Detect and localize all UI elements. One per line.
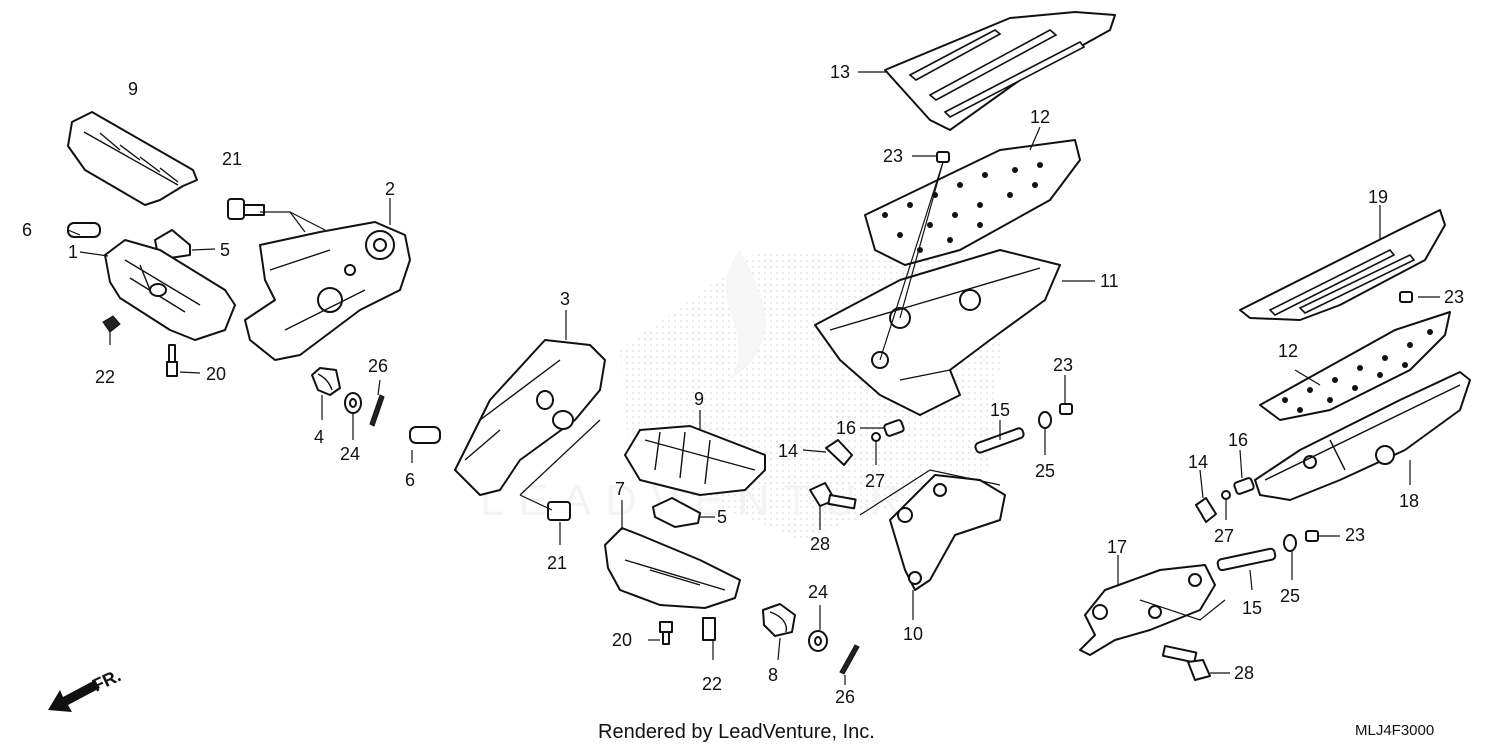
- part-5-clip-middle: [652, 497, 701, 528]
- part-3-heel-guard: [454, 339, 606, 496]
- part-21-bolt-middle: [547, 501, 571, 521]
- part-10-floorboard-bracket-upper: [889, 474, 1006, 591]
- callout-11: 11: [1100, 271, 1119, 291]
- part-2-pivot-bracket-left: [244, 221, 411, 361]
- callout-16: 16: [836, 418, 856, 438]
- part-27-ball-upper: [871, 432, 881, 442]
- leader-lines: [67, 71, 1440, 685]
- callout-5: 5: [717, 507, 727, 527]
- part-17-floorboard-bracket-right: [1079, 564, 1216, 656]
- diagram-code: MLJ4F3000: [1355, 722, 1434, 739]
- callout-6: 6: [22, 220, 32, 240]
- front-indicator-label: FR.: [89, 665, 124, 695]
- part-23-screw-upper: [936, 151, 950, 163]
- callout-21: 21: [547, 553, 567, 573]
- part-24-washer-left: [344, 392, 362, 414]
- callout-26: 26: [368, 356, 388, 376]
- front-arrow-icon: [48, 680, 100, 712]
- callout-21: 21: [222, 149, 242, 169]
- part-12-floorboard-plate-upper: [864, 139, 1081, 266]
- part-15-pin-right: [1216, 547, 1277, 572]
- callout-3: 3: [560, 289, 570, 309]
- part-23-screw-right-top: [1399, 291, 1413, 303]
- callout-14: 14: [1188, 452, 1208, 472]
- callout-10: 10: [903, 624, 923, 644]
- part-6-pin-middle: [409, 426, 441, 444]
- callout-8: 8: [768, 665, 778, 685]
- callout-19: 19: [1368, 187, 1388, 207]
- callouts: 9 21 2 6 5 1 22 20 4 24 26 3 6 21 9 7 5 …: [22, 62, 1464, 707]
- callout-15: 15: [990, 400, 1010, 420]
- part-24-washer-middle: [808, 630, 828, 652]
- callout-5: 5: [220, 240, 230, 260]
- callout-24: 24: [808, 582, 828, 602]
- part-12-floorboard-plate-right: [1259, 311, 1451, 421]
- part-14-clip-right: [1195, 497, 1217, 523]
- part-22-bolt-middle: [702, 617, 716, 641]
- callout-15: 15: [1242, 598, 1262, 618]
- callout-27: 27: [1214, 526, 1234, 546]
- callout-23: 23: [1053, 355, 1073, 375]
- callout-4: 4: [314, 427, 324, 447]
- callout-13: 13: [830, 62, 850, 82]
- part-9-footpeg-rubber-middle: [624, 425, 766, 496]
- part-15-pin-upper: [974, 427, 1025, 454]
- part-28-bolt-right: [1161, 644, 1211, 681]
- part-16-spring-right: [1233, 477, 1255, 495]
- callout-22: 22: [702, 674, 722, 694]
- callout-24: 24: [340, 444, 360, 464]
- callout-7: 7: [615, 479, 625, 499]
- callout-16: 16: [1228, 430, 1248, 450]
- callout-28: 28: [810, 534, 830, 554]
- callout-25: 25: [1280, 586, 1300, 606]
- part-7-footpeg-bracket-middle: [604, 527, 741, 609]
- callout-20: 20: [206, 364, 226, 384]
- part-9-footpeg-rubber-left: [67, 111, 198, 206]
- part-20-screw-left: [166, 344, 178, 377]
- callout-23: 23: [883, 146, 903, 166]
- callout-6: 6: [405, 470, 415, 490]
- callout-28: 28: [1234, 663, 1254, 683]
- part-28-bolt-upper: [809, 482, 857, 510]
- callout-12: 12: [1278, 341, 1298, 361]
- callout-27: 27: [865, 471, 885, 491]
- part-14-clip-upper: [825, 439, 853, 466]
- part-25-washer-upper: [1038, 411, 1052, 429]
- part-8-spring-middle: [762, 603, 796, 637]
- part-6-pin-left: [67, 222, 101, 238]
- part-22-bolt-left: [102, 315, 121, 333]
- callout-20: 20: [612, 630, 632, 650]
- part-16-spring-upper: [883, 419, 905, 437]
- callout-25: 25: [1035, 461, 1055, 481]
- part-23-screw-right-bottom: [1305, 530, 1319, 542]
- callout-12: 12: [1030, 107, 1050, 127]
- callout-9: 9: [694, 389, 704, 409]
- callout-17: 17: [1107, 537, 1127, 557]
- callout-26: 26: [835, 687, 855, 707]
- part-23-screw-mid-right: [1059, 403, 1073, 415]
- callout-23: 23: [1444, 287, 1464, 307]
- part-18-floorboard-base-right: [1254, 371, 1471, 501]
- callout-9: 9: [128, 79, 138, 99]
- part-13-floorboard-rubber-upper: [884, 11, 1116, 131]
- callout-2: 2: [385, 179, 395, 199]
- part-27-ball-right: [1221, 490, 1231, 500]
- part-1-footpeg-bracket-left: [104, 239, 236, 341]
- part-19-floorboard-rubber-right: [1239, 209, 1446, 321]
- callout-22: 22: [95, 367, 115, 387]
- part-20-screw-middle: [659, 621, 673, 645]
- callout-14: 14: [778, 441, 798, 461]
- part-26-cotter-pin-left: [369, 394, 385, 427]
- footer-credit: Rendered by LeadVenture, Inc.: [598, 721, 875, 743]
- callout-1: 1: [68, 242, 78, 262]
- callout-18: 18: [1399, 491, 1419, 511]
- part-25-washer-right: [1283, 534, 1297, 552]
- part-26-cotter-pin-middle: [839, 644, 860, 675]
- part-21-bolt-left: [227, 198, 265, 220]
- part-11-floorboard-base-upper: [814, 249, 1061, 416]
- callout-23: 23: [1345, 525, 1365, 545]
- part-4-spring-left: [311, 367, 341, 396]
